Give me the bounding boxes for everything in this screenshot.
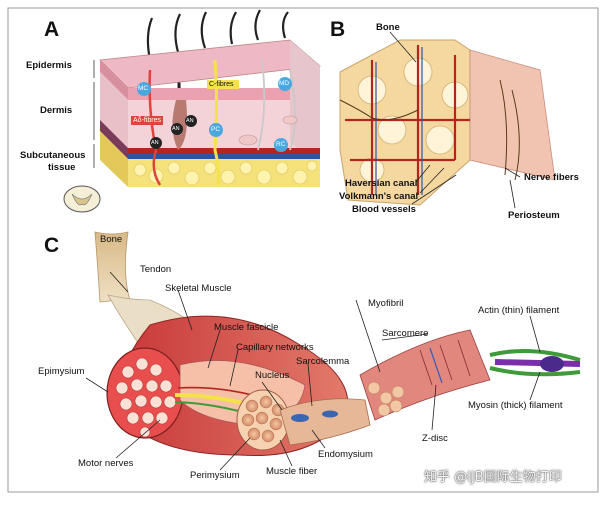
- vessel-side: [100, 120, 128, 159]
- rc-receptor: [274, 138, 288, 152]
- nerve-grey-1: [257, 59, 266, 151]
- nucleus-2: [322, 410, 338, 418]
- label-sarcomere: Sarcomere: [382, 328, 429, 339]
- label-nucleus: Nucleus: [255, 370, 290, 381]
- label-myosin: Myosin (thick) filament: [468, 400, 563, 411]
- panel-c-letter: C: [44, 234, 60, 257]
- corpuscle-2: [282, 115, 298, 125]
- actin-filament-2: [489, 366, 581, 377]
- c-fibres-box: [207, 80, 239, 89]
- label-volkmann: Volkmann's canal: [339, 191, 419, 202]
- a-fibres-box: [131, 116, 163, 125]
- label-skeletal-muscle: Skeletal Muscle: [165, 283, 232, 294]
- periosteum-layer: [469, 49, 556, 181]
- nucleus-1: [291, 414, 309, 422]
- panel-a-letter: A: [44, 18, 60, 41]
- label-tissue: tissue: [48, 162, 76, 173]
- spinal-grey: [71, 193, 93, 206]
- label-bone: Bone: [376, 22, 400, 33]
- label-tendon: Tendon: [140, 264, 172, 275]
- dermis-side: [100, 72, 128, 148]
- label-muscle-fiber: Muscle fiber: [266, 466, 318, 477]
- label-c-fibres: C-fibres: [209, 81, 234, 88]
- label-sarcolemma: Sarcolemma: [296, 356, 350, 367]
- mc-receptor: [137, 82, 151, 96]
- actin-filament: [489, 349, 581, 362]
- panel-c-muscle: [85, 231, 581, 471]
- label-an-1: AN: [172, 126, 180, 132]
- vessel-band-red: [128, 148, 320, 154]
- myosin-head: [540, 356, 564, 372]
- bone-nerve-fibers: [339, 79, 520, 181]
- an-node-2: [185, 115, 197, 127]
- epidermis-side: [100, 60, 128, 100]
- panel-c-leaders: [85, 271, 541, 471]
- label-periosteum: Periosteum: [508, 210, 560, 221]
- label-rc: RC: [276, 141, 286, 148]
- filaments: [489, 349, 581, 377]
- z-disc-lines: [429, 347, 443, 384]
- bone-vessels-red: [345, 45, 470, 195]
- myosin-filament: [494, 359, 581, 367]
- label-an-3: AN: [151, 140, 159, 146]
- label-myofibril: Myofibril: [368, 298, 404, 309]
- skin-right-face: [290, 40, 320, 168]
- watermark: 知乎 @IJB国际生物打印: [424, 470, 562, 485]
- panel-a-skin: [63, 9, 321, 213]
- label-pc: PC: [211, 126, 221, 133]
- myofibril-ends: [367, 381, 405, 417]
- label-haversian: Haversian canal: [345, 178, 418, 189]
- panel-b-leaders: [389, 31, 521, 209]
- label-subcutaneous: Subcutaneous: [20, 150, 86, 161]
- nerve-grey-2: [289, 69, 296, 151]
- label-epidermis: Epidermis: [26, 60, 72, 71]
- label-c-bone: Bone: [100, 234, 123, 245]
- sarcomere-lines: [419, 339, 471, 386]
- panel-b-letter: B: [330, 18, 346, 41]
- panel-b-bone: [339, 31, 556, 209]
- muscle-fiber: [279, 398, 371, 446]
- md-receptor: [278, 77, 292, 91]
- label-actin: Actin (thin) filament: [478, 305, 560, 316]
- label-a-fibres: Aδ-fibres: [133, 117, 162, 124]
- epidermis-layer: [128, 88, 320, 100]
- fat-side: [100, 131, 128, 187]
- muscle-fiber-ends: [241, 395, 285, 443]
- label-capillary: Capillary networks: [236, 342, 314, 353]
- label-md: MD: [279, 80, 290, 87]
- label-dermis: Dermis: [40, 105, 73, 116]
- label-muscle-fascicle: Muscle fascicle: [214, 322, 279, 333]
- corpuscle: [238, 134, 258, 146]
- label-an-2: AN: [186, 118, 194, 124]
- label-nerve-fibers: Nerve fibers: [524, 172, 579, 183]
- vessel-band-blue: [128, 154, 320, 159]
- an-node-3: [150, 137, 162, 149]
- bone-vessels-blue: [375, 47, 423, 195]
- label-z-disc: Z-disc: [422, 433, 448, 444]
- label-mc: MC: [138, 85, 149, 92]
- pc-receptor: [209, 123, 223, 137]
- label-endomysium: Endomysium: [318, 449, 373, 460]
- label-perimysium: Perimysium: [190, 470, 240, 481]
- an-node-1: [171, 123, 183, 135]
- label-motor-nerves: Motor nerves: [78, 458, 134, 469]
- label-blood-vessels: Blood vessels: [352, 204, 416, 215]
- label-epimysium: Epimysium: [38, 366, 85, 377]
